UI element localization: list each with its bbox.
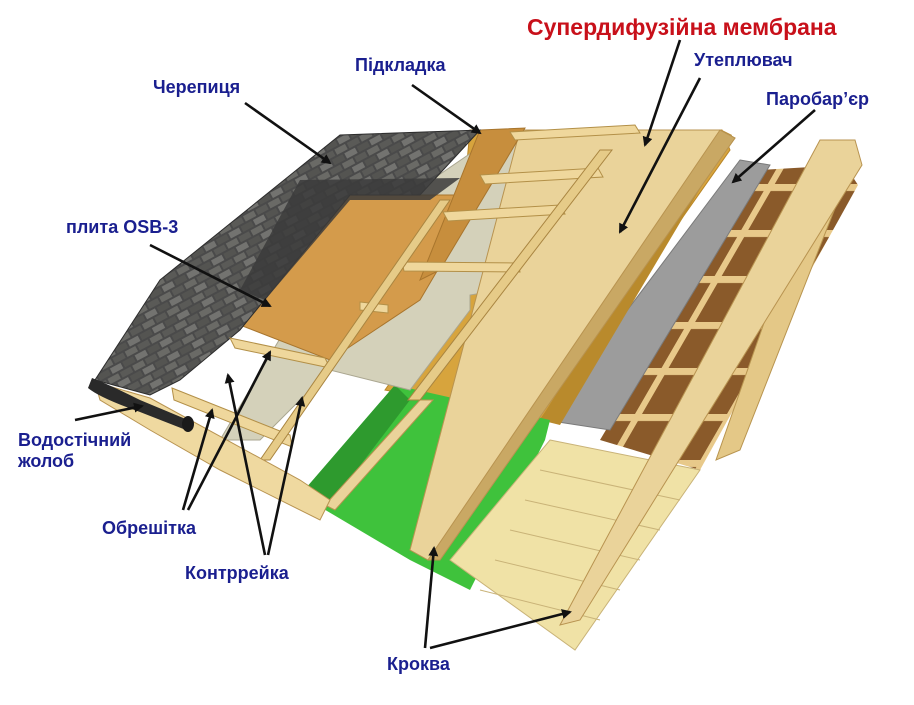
counter-battens-label: Контррейка	[185, 563, 289, 583]
arrow-gutter	[74, 402, 144, 422]
vapor-barrier-label: Паробар’єр	[766, 89, 869, 109]
arrow-insulation	[618, 77, 702, 234]
rafters	[324, 129, 863, 626]
arrow-tiles	[244, 101, 332, 165]
arrow-rafter-2	[429, 609, 572, 650]
tiles-label: Черепиця	[153, 77, 241, 97]
arrow-counter-1	[224, 373, 267, 556]
shingle-dark-strip	[240, 178, 460, 300]
arrow-membrane	[642, 39, 682, 147]
osb-label: плита OSB-3	[66, 217, 179, 237]
arrow-vapor	[731, 109, 816, 184]
battens	[171, 124, 641, 448]
arrow-counter-2	[266, 396, 306, 556]
rafters-label: Кроква	[387, 654, 450, 674]
gutter-label: Водостічний жолоб	[18, 430, 132, 471]
underlay-label: Підкладка	[355, 55, 446, 75]
arrow-osb	[149, 243, 272, 308]
battens-label: Обрешітка	[102, 518, 196, 538]
arrow-rafter-1	[423, 546, 439, 649]
insulation-label: Утеплювач	[694, 50, 793, 70]
callout-arrows	[74, 39, 816, 650]
arrow-batten-1	[181, 408, 215, 511]
arrow-batten-2	[186, 350, 272, 511]
green-layer-shade	[300, 385, 410, 505]
arrow-underlay	[411, 83, 482, 135]
membrane-label: Супердифузійна мембрана	[527, 14, 837, 40]
counter-battens	[259, 149, 614, 461]
